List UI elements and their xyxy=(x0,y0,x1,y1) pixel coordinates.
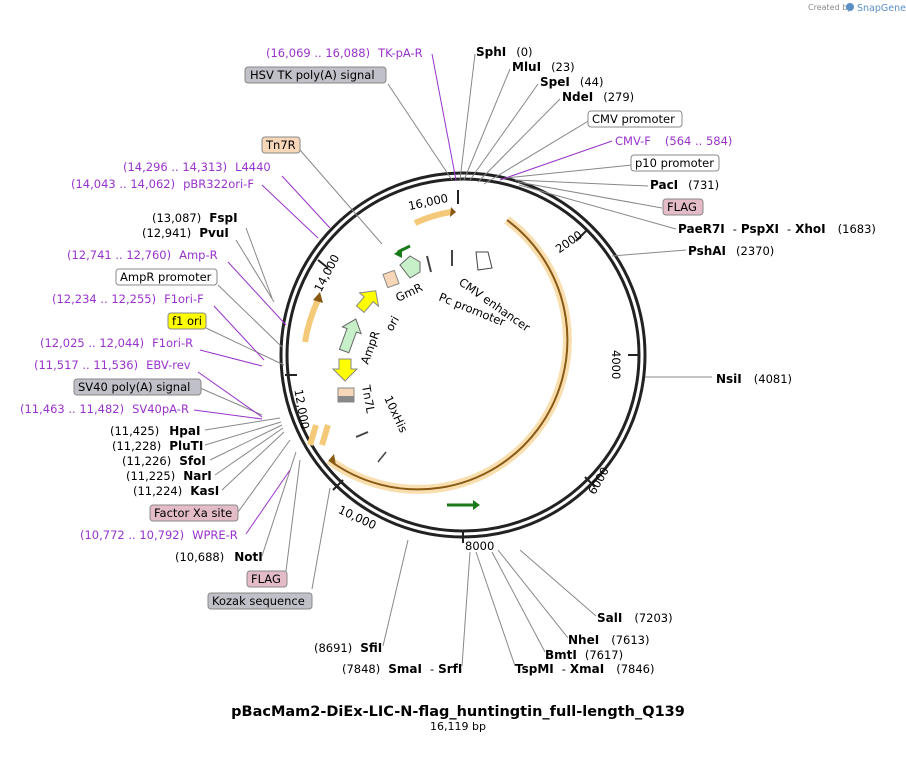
site-paer7i-pspxi-xhoi: PaeR7I-PspXI-XhoI(1683) xyxy=(678,222,876,236)
marker-a xyxy=(426,255,432,273)
cds-arrow-icon xyxy=(329,454,336,466)
primer-cmv-f: CMV-F(564 .. 584) xyxy=(615,134,732,148)
tick-mark-6000 xyxy=(584,476,596,488)
svg-text:SV40 poly(A) signal: SV40 poly(A) signal xyxy=(78,380,190,394)
site-pluti: (11,228)PluTI xyxy=(112,439,203,453)
feature-tn7r: Tn7R xyxy=(261,136,301,154)
svg-text:CMV promoter: CMV promoter xyxy=(592,112,675,126)
primer-l4440: (14,296 .. 14,313)L4440 xyxy=(123,160,271,174)
feature-kozak-sequence: Kozak sequence xyxy=(207,592,313,610)
site-nhei: NheI(7613) xyxy=(568,633,649,647)
snapgene-brand: SnapGene xyxy=(857,3,906,14)
feature-ampr-promoter: AmpR promoter xyxy=(115,268,218,286)
label-tn7l: Tn7L xyxy=(359,383,378,415)
primer-wpre-r: (10,772 .. 10,792)WPRE-R xyxy=(80,528,238,542)
feature-flag-right: FLAG xyxy=(662,198,704,216)
feature-sv40-polya: SV40 poly(A) signal xyxy=(73,378,202,396)
tick-mark-14000 xyxy=(317,259,329,269)
created-by-text: Created by xyxy=(808,3,852,12)
tag-arrow-icon xyxy=(473,500,480,510)
svg-text:FLAG: FLAG xyxy=(251,572,281,586)
svg-text:f1 ori: f1 ori xyxy=(172,314,202,328)
site-bmti: BmtI(7617) xyxy=(545,648,623,662)
site-spei: SpeI(44) xyxy=(540,75,603,89)
svg-text:Tn7R: Tn7R xyxy=(265,138,296,152)
site-sphi: SphI(0) xyxy=(476,45,533,59)
feature-f1-ori: f1 ori xyxy=(167,312,207,330)
tick-label-2000: 2000 xyxy=(553,228,585,256)
svg-text:AmpR promoter: AmpR promoter xyxy=(120,270,212,284)
site-pvui: (12,941)PvuI xyxy=(142,226,229,240)
primer-amp-r: (12,741 .. 12,760)Amp-R xyxy=(67,248,218,262)
site-hpai: (11,425)HpaI xyxy=(110,424,200,438)
site-kasi: (11,224)KasI xyxy=(133,484,219,498)
tn7l-box-dark xyxy=(338,396,354,402)
primer-ebv-rev: (11,517 .. 11,536)EBV-rev xyxy=(34,358,191,372)
label-10xhis: 10xHis xyxy=(381,393,410,435)
left-feature-arc xyxy=(302,298,321,343)
site-sfoi: (11,226)SfoI xyxy=(122,454,206,468)
primer-leader-lines xyxy=(193,53,613,535)
tick-mark-10000 xyxy=(332,479,344,491)
small-feature-2 xyxy=(319,424,331,446)
site-tspmi-xmai: TspMI-XmaI(7846) xyxy=(515,662,654,676)
tn7r-box xyxy=(382,269,400,289)
tick-label-12000: 12,000 xyxy=(291,388,312,430)
small-feature-1 xyxy=(307,424,319,446)
plasmid-length: 16,119 bp xyxy=(430,720,486,733)
feature-flag-left: FLAG xyxy=(246,570,288,588)
primer-sv40pa-r: (11,463 .. 11,482)SV40pA-R xyxy=(20,402,189,416)
tick-label-8000: 8000 xyxy=(465,539,494,553)
feature-p10-promoter: p10 promoter xyxy=(630,154,720,172)
svg-text:Factor Xa site: Factor Xa site xyxy=(154,506,232,520)
site-smai-srfi: (7848)SmaI-SrfI xyxy=(342,662,462,676)
left-feature-arrow-icon xyxy=(313,292,323,303)
cmv-enhancer-box xyxy=(475,251,493,271)
feature-factor-xa-site: Factor Xa site xyxy=(149,504,239,522)
marker-c xyxy=(377,451,387,463)
gmr-arrow-icon xyxy=(399,255,421,279)
f1-ori-arrow-icon xyxy=(331,358,359,382)
feature-cmv-promoter: CMV promoter xyxy=(587,110,683,128)
tick-label-4000: 4000 xyxy=(609,350,623,379)
ampr-arrow-icon xyxy=(338,318,362,354)
top-feature-arc xyxy=(413,209,452,226)
plasmid-title: pBacMam2-DiEx-LIC-N-flag_huntingtin_full… xyxy=(231,704,685,720)
svg-text:FLAG: FLAG xyxy=(667,200,697,214)
primer-tk-pa-r: (16,069 .. 16,088)TK-pA-R xyxy=(266,46,423,60)
svg-text:HSV TK poly(A) signal: HSV TK poly(A) signal xyxy=(250,68,375,82)
label-ampr: AmpR xyxy=(358,329,383,366)
site-fspi: (13,087)FspI xyxy=(152,211,238,225)
svg-text:Kozak sequence: Kozak sequence xyxy=(212,594,305,608)
tick-mark-2000 xyxy=(575,230,587,242)
site-pshai: PshAI(2370) xyxy=(688,244,774,258)
site-noti: (10,688)NotI xyxy=(175,550,263,564)
leader-lines xyxy=(199,53,712,667)
svg-text:p10 promoter: p10 promoter xyxy=(635,156,714,170)
label-ori: ori xyxy=(382,314,402,334)
primer-pbr322ori-f: (14,043 .. 14,062)pBR322ori-F xyxy=(71,177,254,191)
ori-arrow-icon xyxy=(355,290,380,314)
site-nari: (11,225)NarI xyxy=(126,469,212,483)
primer-f1ori-r: (12,025 .. 12,044)F1ori-R xyxy=(40,336,193,350)
site-nsii: NsiI(4081) xyxy=(716,372,792,386)
site-paci: PacI(731) xyxy=(650,178,719,192)
site-sali: SalI(7203) xyxy=(597,611,673,625)
snapgene-logo-icon xyxy=(846,3,854,11)
gmr-small-arrow-icon xyxy=(394,248,402,258)
cds-arc xyxy=(328,219,569,491)
top-feature-arrow-icon xyxy=(450,207,456,217)
site-ndei: NdeI(279) xyxy=(562,90,634,104)
tick-label-16000: 16,000 xyxy=(407,191,449,213)
primer-f1ori-f: (12,234 .. 12,255)F1ori-F xyxy=(52,292,204,306)
feature-hsv-tk-polya: HSV TK poly(A) signal xyxy=(244,66,387,84)
10xhis-marker xyxy=(355,431,369,438)
site-sfii: (8691)SfiI xyxy=(314,641,382,655)
site-mlui: MluI(23) xyxy=(512,60,575,74)
